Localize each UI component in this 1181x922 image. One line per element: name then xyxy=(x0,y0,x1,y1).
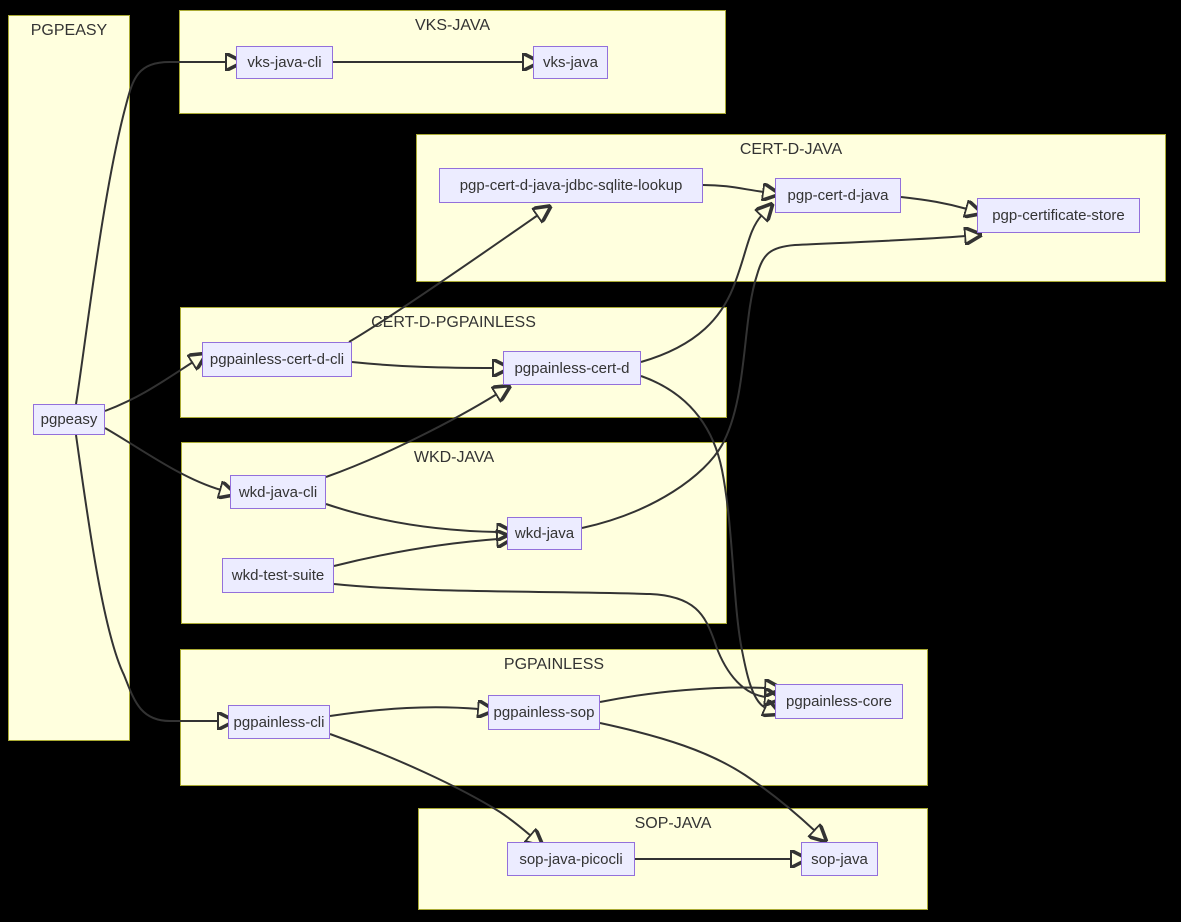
node-sop-java-picocli: sop-java-picocli xyxy=(507,842,635,876)
node-wkd-test-suite: wkd-test-suite xyxy=(222,558,334,593)
edge-wkd-java-cli-pgpainless-cert-d xyxy=(325,394,497,478)
edge-pgpainless-cert-d-pgp-cert-d-java xyxy=(640,215,762,363)
node-vks-java-cli: vks-java-cli xyxy=(236,46,333,79)
cluster-title-cert-d-pgpainless: CERT-D-PGPAINLESS xyxy=(371,314,536,331)
node-pgpainless-core: pgpainless-core xyxy=(775,684,903,719)
cluster-title-pgpeasy: PGPEASY xyxy=(30,22,108,39)
node-pgpainless-cert-d-cli: pgpainless-cert-d-cli xyxy=(202,342,352,377)
edge-pgpeasy-vks-java-cli xyxy=(75,62,227,405)
edge-pgpainless-cert-d-cli-pgp-cert-d-java-jdbc-sqlite-lookup xyxy=(348,215,538,343)
edge-wkd-java-pgp-certificate-store xyxy=(581,236,966,529)
edge-pgpainless-cli-sop-java-picocli xyxy=(329,733,531,836)
edge-pgp-cert-d-java-pgp-certificate-store xyxy=(900,196,967,209)
edge-wkd-test-suite-wkd-java xyxy=(333,539,498,567)
cluster-title-wkd-java: WKD-JAVA xyxy=(413,449,495,466)
edge-wkd-test-suite-pgpainless-core xyxy=(333,583,766,697)
edge-pgpeasy-pgpainless-cert-d-cli xyxy=(104,362,193,412)
cluster-title-sop-java: SOP-JAVA xyxy=(634,815,712,832)
edge-pgpeasy-pgpainless-cli xyxy=(75,434,219,721)
cluster-pgpeasy: PGPEASY xyxy=(8,15,130,741)
edge-pgpainless-cert-d-pgpainless-core xyxy=(640,375,766,708)
edge-wkd-java-cli-wkd-java xyxy=(325,503,498,532)
node-wkd-java-cli: wkd-java-cli xyxy=(230,475,326,509)
edge-pgpainless-cert-d-cli-pgpainless-cert-d xyxy=(351,362,494,368)
node-pgpainless-sop: pgpainless-sop xyxy=(488,695,600,730)
cluster-title-cert-d-java: CERT-D-JAVA xyxy=(739,141,843,158)
node-sop-java: sop-java xyxy=(801,842,878,876)
node-pgpeasy: pgpeasy xyxy=(33,404,105,435)
node-pgp-certificate-store: pgp-certificate-store xyxy=(977,198,1140,233)
edge-pgp-cert-d-java-jdbc-sqlite-lookup-pgp-cert-d-java xyxy=(702,185,764,192)
node-pgp-cert-d-java: pgp-cert-d-java xyxy=(775,178,901,213)
node-pgp-cert-d-java-jdbc-sqlite-lookup: pgp-cert-d-java-jdbc-sqlite-lookup xyxy=(439,168,703,203)
node-vks-java: vks-java xyxy=(533,46,608,79)
edge-pgpeasy-wkd-java-cli xyxy=(104,427,221,490)
edge-pgpainless-sop-sop-java xyxy=(599,722,815,831)
edge-pgpainless-sop-pgpainless-core xyxy=(599,688,766,703)
node-pgpainless-cert-d: pgpainless-cert-d xyxy=(503,351,641,385)
edge-pgpainless-cli-pgpainless-sop xyxy=(329,707,479,716)
cluster-title-vks-java: VKS-JAVA xyxy=(415,17,490,34)
node-pgpainless-cli: pgpainless-cli xyxy=(228,705,330,739)
cluster-title-pgpainless: PGPAINLESS xyxy=(503,656,605,673)
node-wkd-java: wkd-java xyxy=(507,517,582,550)
